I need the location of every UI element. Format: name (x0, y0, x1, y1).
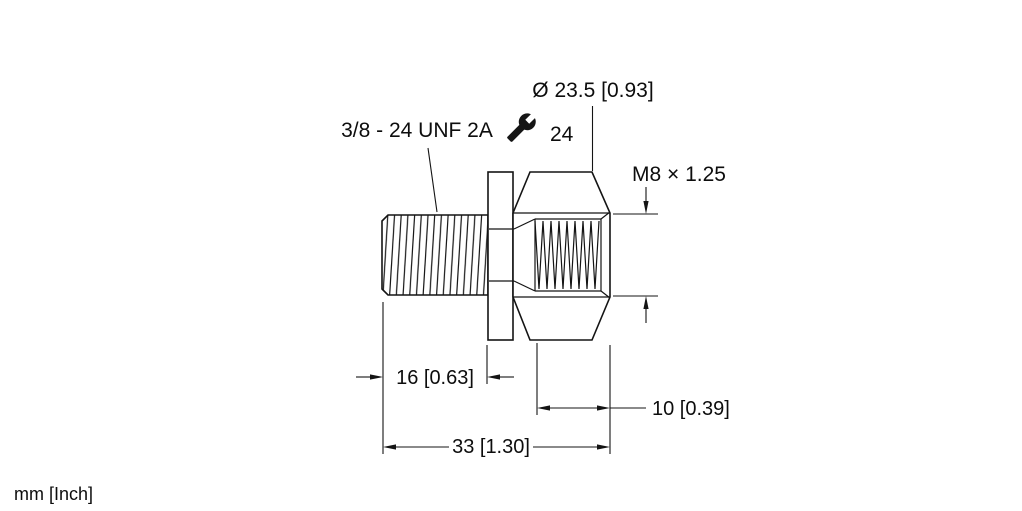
thread-entry-chamfer-bottom (600, 290, 611, 299)
external-thread-label: 3/8 - 24 UNF 2A (341, 119, 493, 142)
part-view (381, 171, 611, 341)
bore-cone-top (513, 218, 536, 230)
m8-arrowhead-bottom (643, 296, 649, 309)
units-note: mm [Inch] (14, 484, 93, 504)
dim10-value: 10 [0.39] (652, 398, 730, 420)
thread-zigzag (534, 220, 600, 290)
dimension-thread-depth: 10 [0.39] (537, 398, 730, 420)
bore-cone-bottom (513, 280, 536, 292)
dim10-arrowhead-left (537, 405, 550, 411)
wrench-icon (507, 113, 536, 142)
internal-thread-label: M8 × 1.25 (632, 163, 726, 186)
m8-arrowhead-top (643, 201, 649, 214)
dimension-overall-length: 33 [1.30] (383, 436, 610, 458)
wrench-size-label: 24 (550, 123, 574, 146)
thread-entry-chamfer-top (600, 211, 611, 220)
dimension-thread-length: 16 [0.63] (356, 367, 514, 389)
dim16-arrowhead-right (487, 374, 500, 380)
dim33-arrowhead-right (597, 444, 610, 450)
internal-thread-bore (489, 211, 611, 299)
extension-lines (382, 302, 611, 454)
dim33-arrowhead-left (383, 444, 396, 450)
m8-dimension (613, 187, 658, 323)
dim10-arrowhead-right (597, 405, 610, 411)
dim16-value: 16 [0.63] (396, 367, 474, 389)
external-thread-leader-line (427, 147, 438, 213)
flange (487, 171, 514, 341)
callouts: Ø 23.5 [0.93] 3/8 - 24 UNF 2A 24 M8 × 1.… (341, 79, 726, 213)
external-thread-stud (381, 214, 489, 296)
body-diameter-label: Ø 23.5 [0.93] (532, 79, 653, 102)
dim16-arrowhead-left (370, 374, 383, 380)
dim33-value: 33 [1.30] (452, 436, 530, 458)
